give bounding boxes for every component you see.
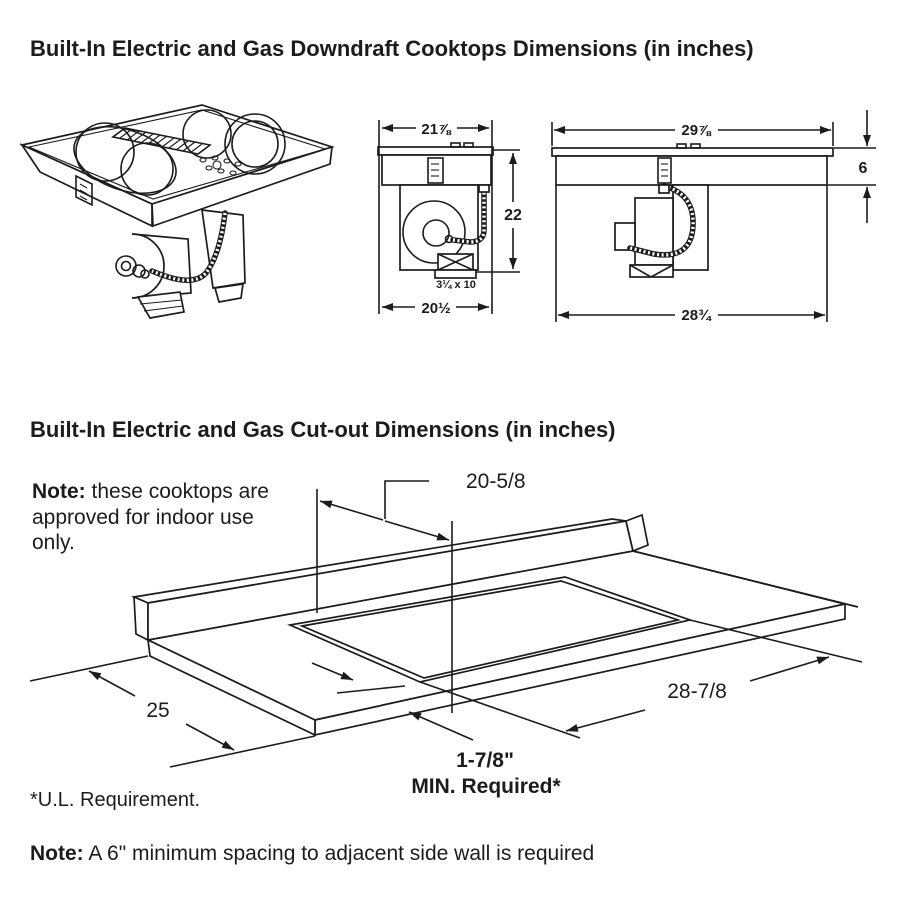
front-view-drawing: 21⅞ 22 3¼ x 10 20½ [377,120,522,317]
dim-front-width-bottom: 20½ [421,300,450,317]
flexible-conduit [149,210,228,283]
indoor-use-note-text: these cooktops are approved for indoor u… [32,480,269,555]
dim-side-width-bottom: 28¾ [681,307,712,324]
cutout-width-dimension: 28-7/8 [419,619,863,739]
dim-front-height: 22 [504,207,522,224]
section2-title: Built-In Electric and Gas Cut-out Dimens… [30,417,616,442]
side-wall-note-label: Note: [30,842,84,865]
front-view-conduit [450,184,490,245]
side-view-drawing: 29⅞ 6 28¾ [551,110,876,324]
ul-requirement-footnote: *U.L. Requirement. [30,789,201,811]
dim-counter-depth: 25 [146,699,169,722]
dim-front-spacing: 1-7/8" [456,749,514,772]
blower-assembly [115,233,192,319]
cutout-drawing: 20-5/8 25 28-7/8 1-7/8" MIN. Required* [29,470,863,798]
burners [73,109,286,196]
section1-title: Built-In Electric and Gas Downdraft Cook… [30,36,754,61]
side-view-body [551,143,834,278]
front-view-body [377,142,494,279]
cutout-depth-dimension: 20-5/8 [316,470,526,713]
dim-duct-size: 3¼ x 10 [436,279,476,291]
cooktop-top-surface [19,104,335,205]
indoor-use-note: Note: these cooktops are approved for in… [32,479,272,556]
side-wall-note-text: A 6" minimum spacing to adjacent side wa… [83,842,595,865]
cooktop-side-faces [19,142,333,228]
dim-front-spacing-label: MIN. Required* [411,775,561,798]
dim-side-depth: 6 [859,160,868,177]
side-wall-note: Note: A 6" minimum spacing to adjacent s… [30,841,594,867]
front-view-dimensions: 21⅞ 22 3¼ x 10 20½ [378,120,522,317]
control-buttons [199,155,242,176]
dim-side-width-top: 29⅞ [681,122,712,139]
dim-cutout-depth: 20-5/8 [466,470,526,493]
dim-cutout-width: 28-7/8 [667,680,727,703]
side-view-conduit [627,183,696,258]
side-view-dimensions: 29⅞ 6 28¾ [551,110,876,324]
isometric-cooktop-drawing [19,104,335,319]
indoor-use-note-label: Note: [32,480,86,503]
dim-front-width-top: 21⅞ [421,121,452,138]
countertop-slab [145,550,859,737]
front-spacing-dimension: 1-7/8" MIN. Required* [311,662,561,798]
counter-depth-dimension: 25 [29,655,316,768]
support-column [201,209,246,303]
